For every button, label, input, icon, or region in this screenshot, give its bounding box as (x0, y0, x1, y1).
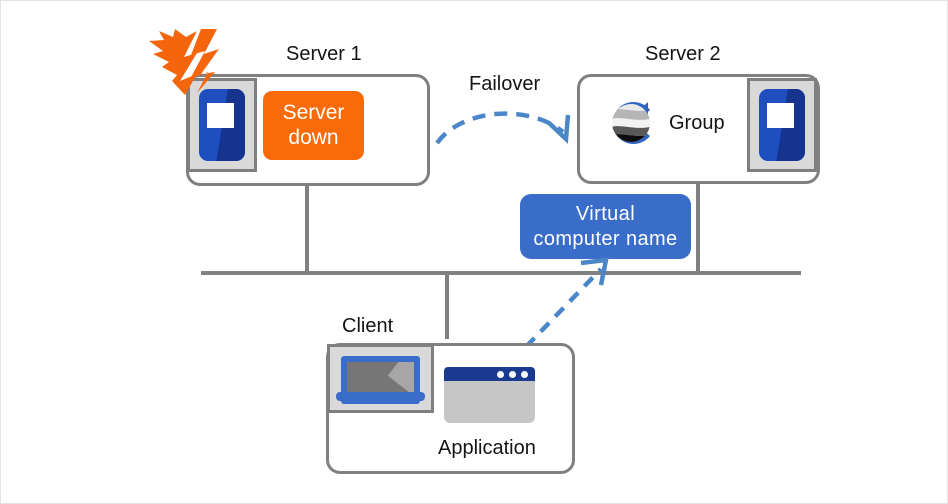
server-tower-body (199, 89, 245, 161)
application-label: Application (438, 437, 536, 459)
connector-client-to-bus (445, 271, 449, 339)
virtual-name-line-2: computer name (533, 227, 678, 250)
failover-label: Failover (469, 73, 541, 95)
server1-title: Server 1 (286, 43, 362, 65)
server2-title: Server 2 (645, 43, 721, 65)
client-title: Client (342, 315, 394, 337)
server2-server-tower-icon (747, 78, 817, 172)
server-tower-bar (767, 102, 794, 116)
titlebar-dot (509, 370, 516, 378)
status-line-2: down (288, 125, 339, 149)
application-body (444, 381, 535, 423)
server-tower-body (759, 89, 805, 161)
virtual-computer-name-box: Virtual computer name (520, 194, 691, 259)
group-label: Group (669, 112, 725, 134)
titlebar-dot (497, 370, 504, 378)
network-bus-line (201, 271, 801, 275)
laptop-base (336, 392, 425, 401)
virtual-name-line-1: Virtual (575, 202, 636, 225)
group-globe-icon (612, 102, 650, 144)
server-tower-bar (207, 102, 234, 116)
titlebar-dot (521, 370, 528, 378)
server1-server-tower-icon (187, 78, 257, 172)
application-titlebar (444, 367, 535, 381)
server-tower-bar (767, 114, 794, 128)
laptop-icon (327, 344, 434, 413)
server-down-status-badge: Server down (263, 91, 364, 160)
lightning-burst-icon (149, 29, 219, 95)
failover-dashed-curved-arrow-icon (435, 111, 571, 145)
server-tower-bar (207, 114, 234, 128)
status-line-1: Server (282, 100, 345, 124)
connector-server2-to-bus (696, 184, 700, 273)
application-window-icon (444, 367, 535, 423)
connector-server1-to-bus (305, 186, 309, 273)
